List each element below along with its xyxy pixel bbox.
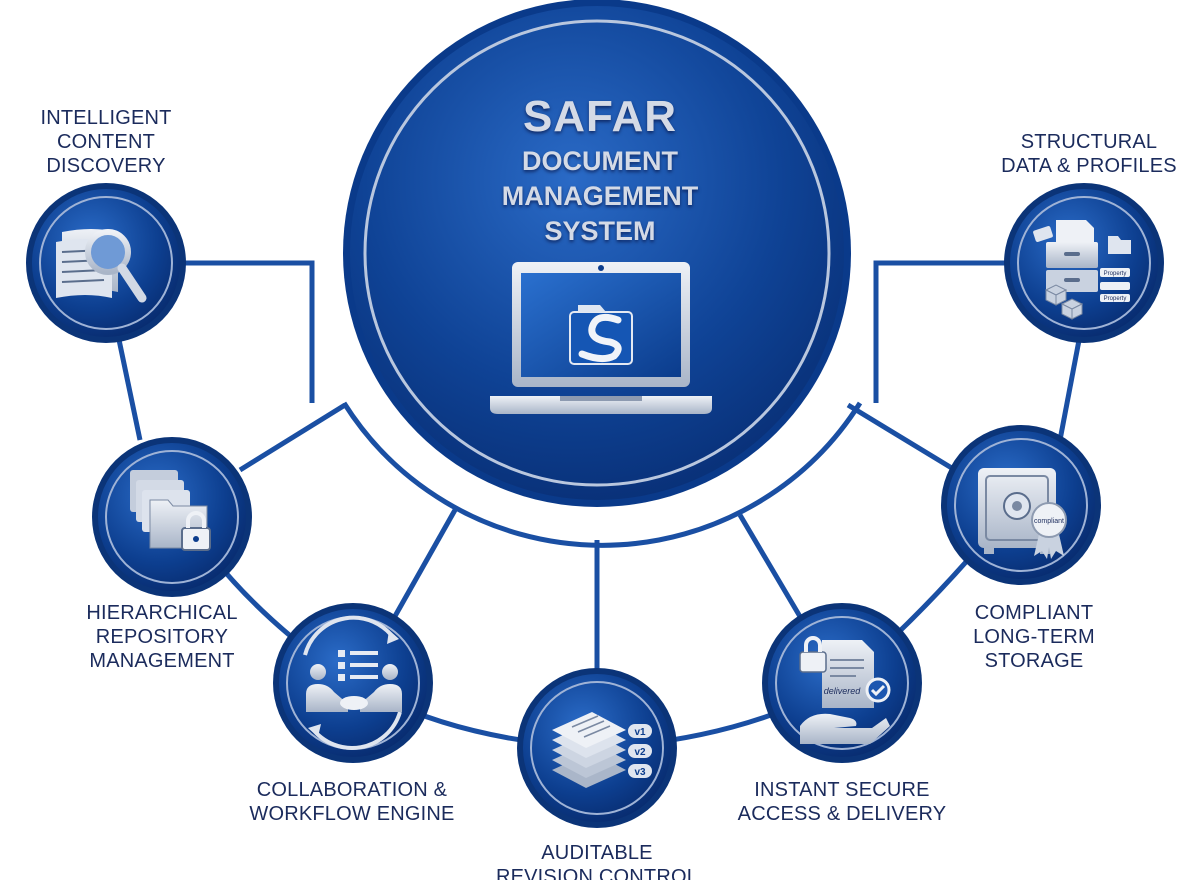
handshake-checklist-icon: [303, 615, 402, 750]
label-compliant-long-term-storage: COMPLIANT LONG-TERM STORAGE: [934, 601, 1134, 673]
vault-badge-icon: [978, 468, 1067, 559]
label-line: INSTANT SECURE: [754, 779, 930, 801]
node-auditable-revision-control: v1 v2 v3: [517, 668, 677, 828]
label-line: LONG-TERM: [973, 626, 1095, 648]
label-line: COMPLIANT: [974, 602, 1094, 624]
label-line: REPOSITORY: [95, 626, 229, 648]
node-collaboration-workflow-engine: [273, 603, 433, 763]
label-structural-data-profiles: STRUCTURAL DATA & PROFILES: [990, 130, 1188, 178]
connector-discovery-link: [183, 260, 315, 403]
version-tag: v3: [634, 767, 646, 778]
document-versions-icon: [552, 712, 652, 788]
label-line: AUDITABLE: [541, 842, 653, 864]
folders-lock-icon: [130, 470, 211, 551]
filing-cabinet-data-icon: [1033, 220, 1131, 320]
hub-subtitle-line: DOCUMENT: [522, 146, 678, 176]
laptop-icon: [490, 262, 712, 414]
hub-brand-title: SAFAR: [522, 92, 678, 141]
label-line: REVISION CONTROL: [495, 866, 699, 880]
label-line: STORAGE: [984, 650, 1084, 672]
connector-structural-to-storage: [1057, 334, 1083, 441]
version-tag: v1: [634, 727, 646, 738]
connector-hub-to-delivery: [737, 513, 808, 627]
label-hierarchical-repository-management: HIERARCHICAL REPOSITORY MANAGEMENT: [50, 601, 274, 673]
node-instant-secure-access-delivery: delivered: [762, 603, 922, 763]
label-line: MANAGEMENT: [89, 650, 235, 672]
label-line: DISCOVERY: [46, 155, 166, 177]
secure-delivery-icon: [799, 636, 891, 744]
label-line: INTELLIGENT: [40, 107, 172, 129]
property-tags: Property Property: [1104, 271, 1127, 302]
safar-logo-icon: [569, 305, 633, 365]
label-line: DATA & PROFILES: [1001, 155, 1177, 177]
label-line: STRUCTURAL: [1020, 131, 1158, 153]
property-tag: Property: [1104, 296, 1127, 302]
hub-subtitle: DOCUMENT MANAGEMENT SYSTEM: [400, 144, 800, 249]
label-auditable-revision-control: AUDITABLE REVISION CONTROL: [477, 841, 717, 880]
label-line: HIERARCHICAL: [86, 602, 238, 624]
node-intelligent-content-discovery: [26, 183, 186, 343]
connector-hub-to-storage: [846, 402, 957, 473]
node-hierarchical-repository-management: [92, 437, 252, 597]
label-line: ACCESS & DELIVERY: [737, 803, 947, 825]
label-intelligent-content-discovery: INTELLIGENT CONTENT DISCOVERY: [6, 106, 206, 178]
connector-structural-link: [873, 260, 1006, 403]
hub-subtitle-line: MANAGEMENT: [501, 181, 699, 211]
node-structural-data-profiles: Property Property: [1004, 183, 1164, 343]
label-line: CONTENT: [56, 131, 156, 153]
connector-hub-to-collaboration: [387, 508, 458, 627]
connector-discovery-to-repository: [115, 334, 143, 441]
magnifier-documents-icon: [56, 229, 147, 303]
hub-subtitle-line: SYSTEM: [544, 216, 656, 246]
central-hub: [343, 0, 851, 507]
connector-hub-to-repository: [238, 402, 347, 473]
property-tag: Property: [1104, 271, 1127, 277]
version-tag: v2: [634, 747, 646, 758]
node-compliant-long-term-storage: compliant: [941, 425, 1101, 585]
label-line: WORKFLOW ENGINE: [249, 803, 455, 825]
label-collaboration-workflow-engine: COLLABORATION & WORKFLOW ENGINE: [232, 778, 472, 826]
compliant-badge: compliant: [1034, 518, 1064, 525]
hub-outer-arc: [341, 401, 863, 548]
version-tag-labels: v1 v2 v3: [634, 727, 646, 778]
delivered-stamp: delivered: [824, 686, 862, 696]
label-line: COLLABORATION &: [256, 779, 448, 801]
label-instant-secure-access-delivery: INSTANT SECURE ACCESS & DELIVERY: [720, 778, 964, 826]
